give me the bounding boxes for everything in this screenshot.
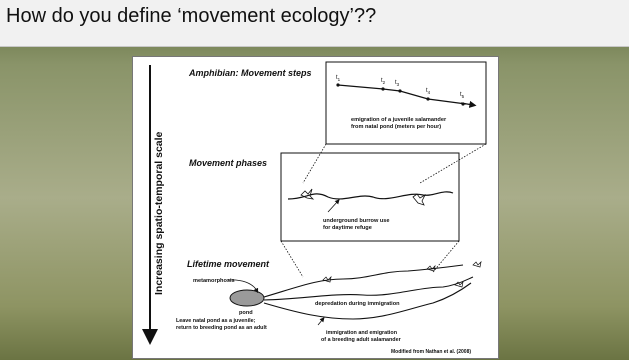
pond-label: pond: [239, 310, 253, 316]
svg-text:t2: t2: [381, 78, 386, 85]
svg-text:t4: t4: [426, 88, 431, 95]
leave-pond-line1: Leave natal pond as a juvenile;: [176, 318, 256, 324]
pond-shape: [229, 289, 265, 307]
step-t3: t: [395, 80, 397, 86]
lifetime-section-title: Lifetime movement: [187, 259, 270, 269]
slide-title-bar: How do you define ‘movement ecology’??: [0, 0, 629, 47]
steps-caption-line1: emigration of a juvenile salamander: [351, 117, 447, 123]
phases-path: [287, 191, 454, 200]
phases-section-title: Movement phases: [189, 158, 267, 168]
steps-caption-line2: from natal pond (meters per hour): [351, 124, 441, 130]
figure-drawing: Increasing spatio-temporal scale Amphibi…: [142, 61, 487, 355]
step-t1: t: [336, 75, 338, 81]
depredation-label: depredation during immigration: [315, 301, 400, 307]
steps-section-title: Amphibian: Movement steps: [188, 68, 312, 78]
svg-text:t1: t1: [336, 75, 341, 82]
immigration-line1: immigration and emigration: [326, 330, 397, 336]
step-t2: t: [381, 78, 383, 84]
svg-text:t5: t5: [460, 92, 465, 99]
scale-axis-label: Increasing spatio-temporal scale: [153, 131, 165, 295]
immigration-line2: of a breeding adult salamander: [321, 337, 402, 343]
step-t4: t: [426, 88, 428, 94]
phases-caption-line1: underground burrow use: [323, 218, 390, 224]
phases-caption-line2: for daytime refuge: [323, 225, 372, 231]
figure-credit: Modified from Nathan et al. (2008): [391, 349, 471, 355]
step-t5: t: [460, 92, 462, 98]
steps-path: [337, 84, 467, 105]
metamorphosis-label: metamorphosis: [193, 278, 235, 284]
phases-box: [280, 152, 460, 242]
leave-pond-line2: return to breeding pond as an adult: [176, 325, 267, 331]
movement-ecology-figure: Increasing spatio-temporal scale Amphibi…: [132, 56, 499, 359]
steps-box: [325, 61, 487, 145]
svg-text:t3: t3: [395, 80, 400, 87]
slide-title: How do you define ‘movement ecology’??: [6, 5, 377, 27]
